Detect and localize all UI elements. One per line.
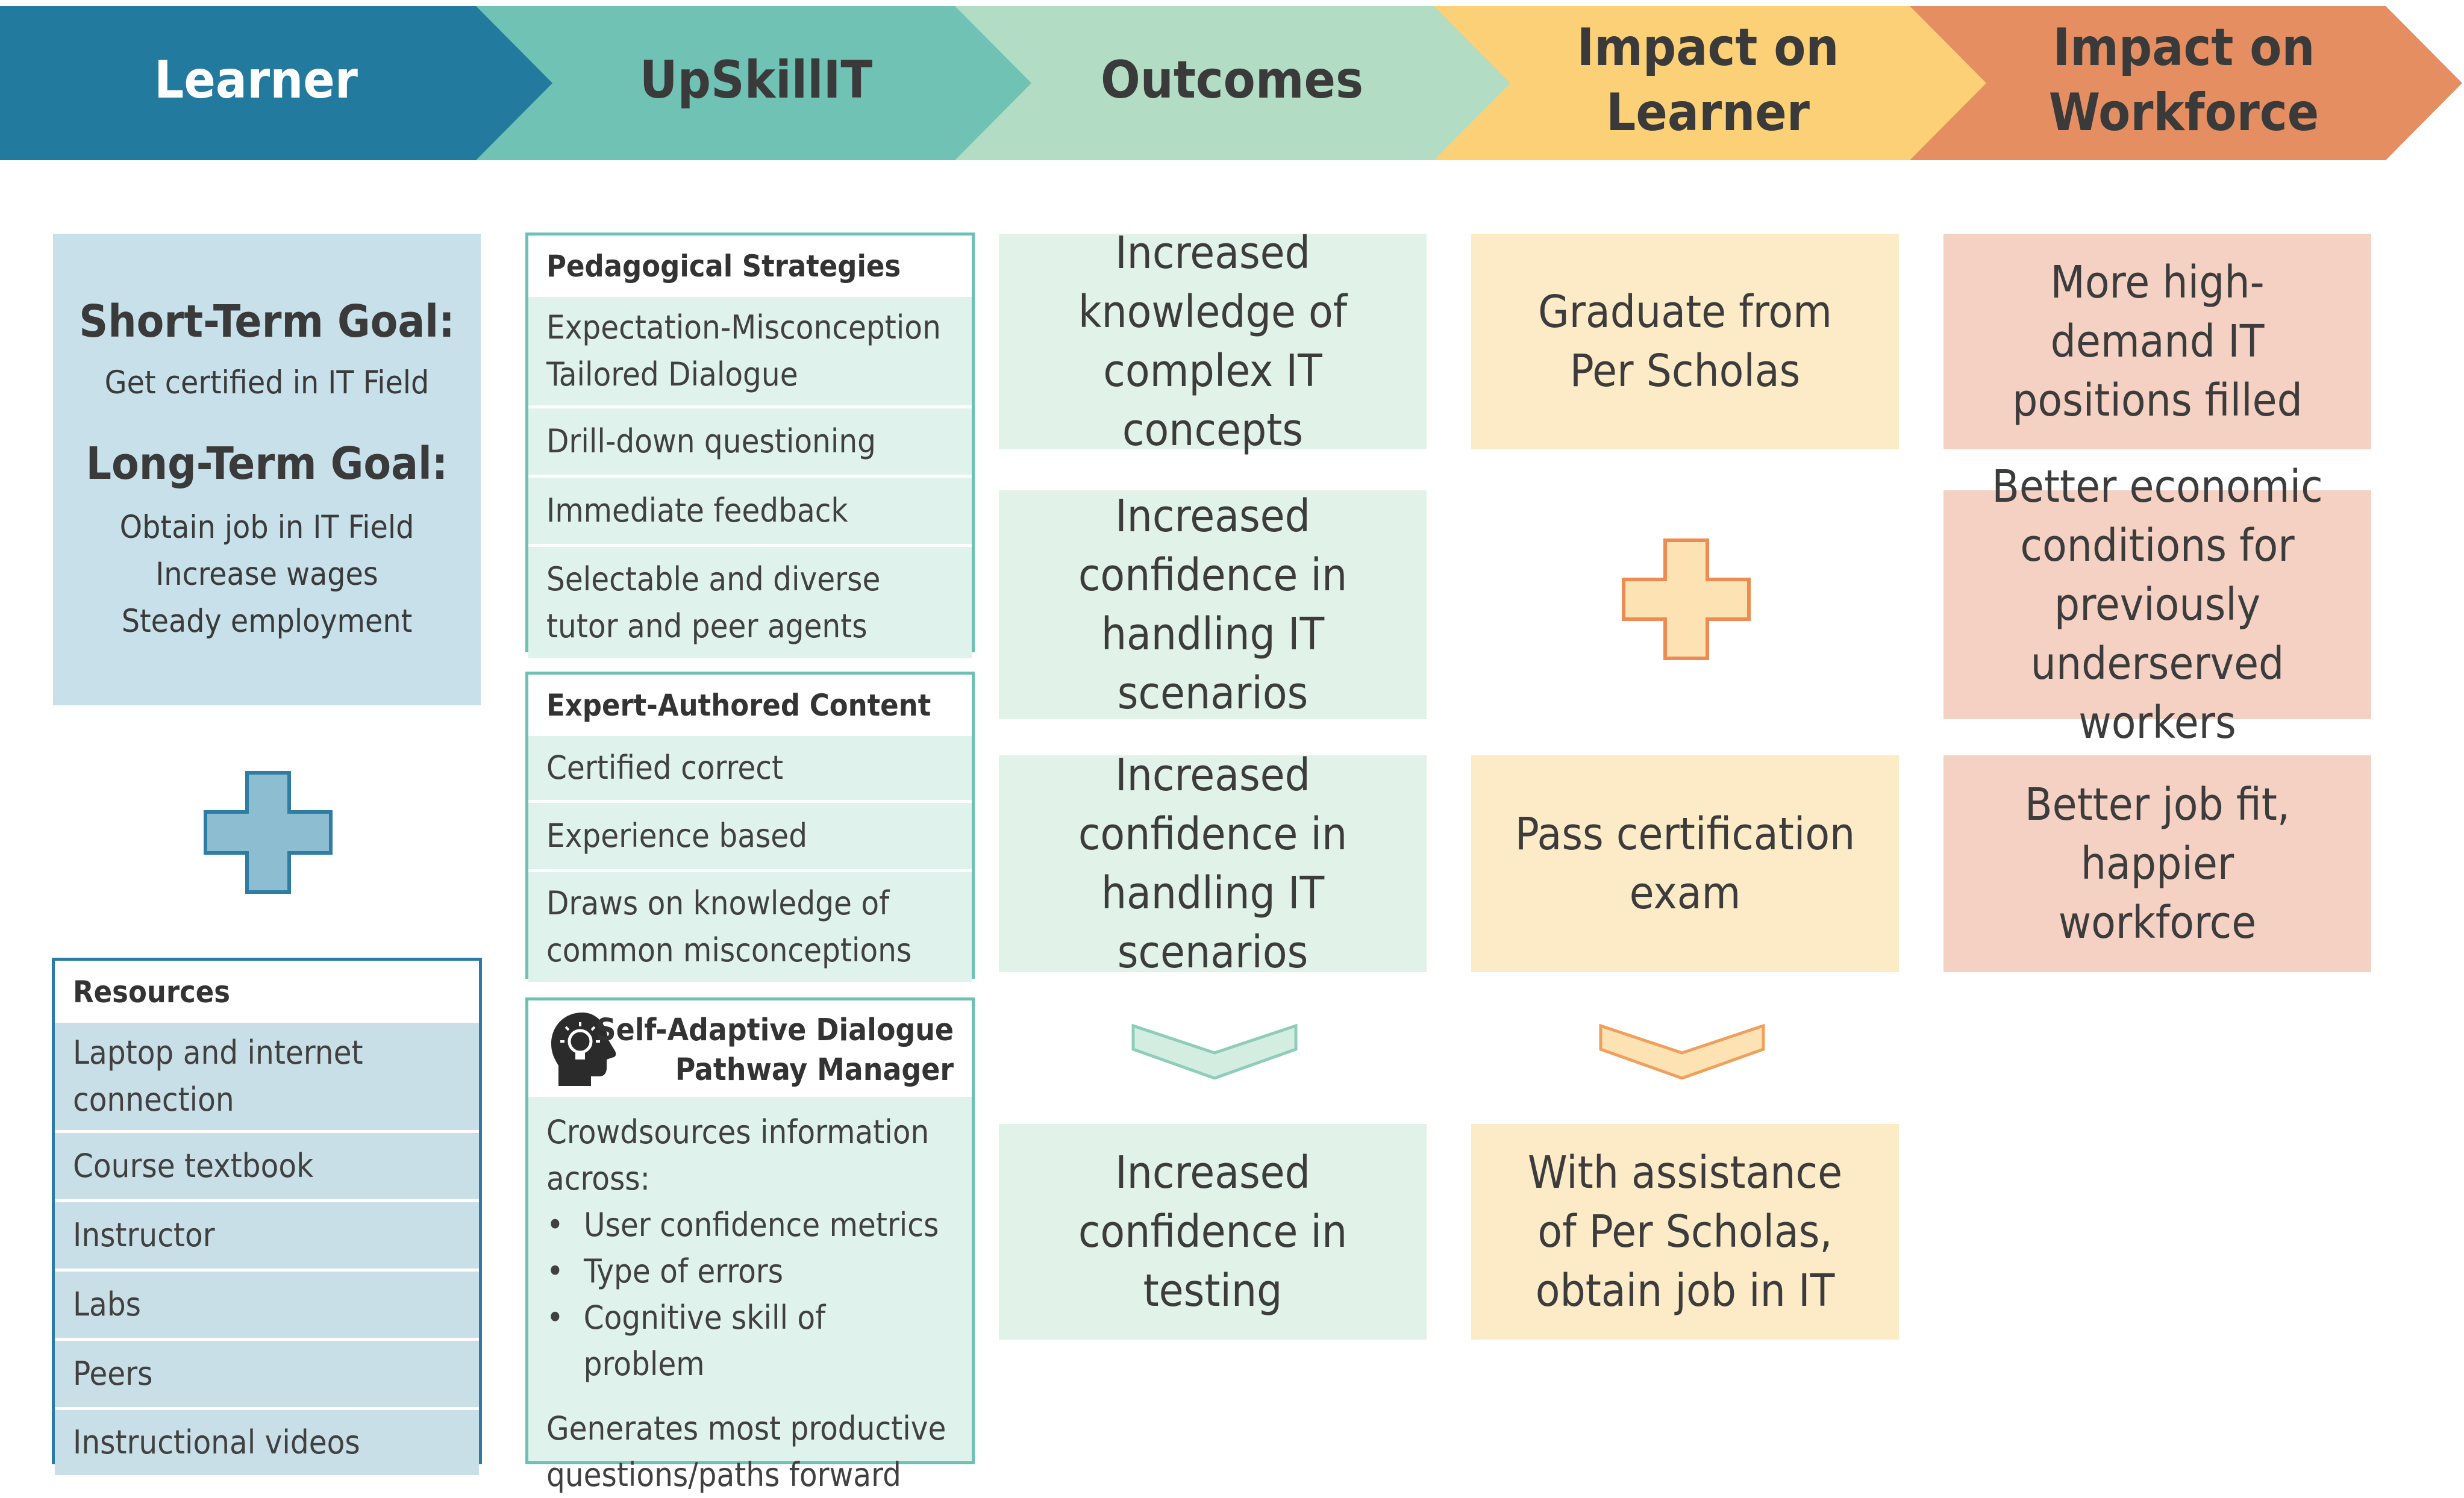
- pedagogical-item: Selectable and diverse tutor and peer ag…: [528, 544, 972, 658]
- outcome-box: Increased knowledge of complex IT concep…: [999, 227, 1427, 456]
- stage-label-learner: Learner: [154, 50, 358, 110]
- pedagogical-strategies-heading: Pedagogical Strategies: [528, 236, 972, 297]
- impact-learner-box: With assistance of Per Scholas, obtain j…: [1471, 1124, 1899, 1340]
- dialogue-manager-heading-line1: Self-Adaptive Dialogue: [596, 1013, 954, 1048]
- outcome-box: Increased confidence in testing: [999, 1124, 1427, 1340]
- dialogue-manager-heading-line2: Pathway Manager: [675, 1052, 954, 1088]
- expert-content-item: Draws on knowledge of common misconcepti…: [528, 869, 972, 982]
- stage-arrow-2: [476, 6, 1031, 160]
- short-term-goal-text: Get certified in IT Field: [104, 364, 430, 401]
- dialogue-manager-bullet: •Cognitive skill of problem: [546, 1299, 826, 1383]
- stage-header: Learner UpSkillIT Outcomes Impact on Lea…: [0, 0, 2464, 160]
- pedagogical-strategies-list: Pedagogical Strategies Expectation-Misco…: [525, 233, 975, 658]
- dialogue-manager-body: Crowdsources information across: •User c…: [528, 1097, 972, 1494]
- dialogue-manager-bullet: •User confidence metrics: [546, 1206, 939, 1244]
- pedagogical-item: Immediate feedback: [528, 475, 972, 544]
- chevron-down-icon: [1599, 1024, 1765, 1080]
- expert-content-item: Certified correct: [528, 736, 972, 800]
- stage-arrow-4: [1434, 6, 1986, 160]
- plus-icon: [204, 771, 333, 894]
- resources-list: Resources Laptop and internet connection…: [52, 958, 482, 1475]
- dialogue-manager-bullet: •Type of errors: [546, 1252, 784, 1290]
- impact-learner-box: Graduate from Per Scholas: [1471, 234, 1899, 449]
- long-term-goal-item: Obtain job in IT Field: [119, 508, 414, 546]
- stage-arrow-1: [0, 6, 552, 160]
- long-term-goal-item: Increase wages: [155, 555, 378, 593]
- resource-item: Instructional videos: [55, 1407, 479, 1475]
- impact-workforce-box: More high-demand IT positions filled: [1943, 234, 2371, 449]
- dialogue-manager-intro: Crowdsources information across:: [546, 1113, 930, 1197]
- pedagogical-item: Expectation-Misconception Tailored Dialo…: [528, 297, 972, 405]
- stage-label-impact-learner: Impact on Learner: [1577, 17, 1839, 143]
- long-term-goal-heading: Long-Term Goal:: [86, 437, 448, 490]
- outcome-box: Increased confidence in handling IT scen…: [999, 749, 1427, 978]
- impact-workforce-box: Better job fit, happier workforce: [1943, 755, 2371, 972]
- expert-content-item: Experience based: [528, 800, 972, 869]
- resource-item: Labs: [55, 1269, 479, 1338]
- dialogue-manager-panel: Self-Adaptive Dialogue Pathway Manager C…: [525, 997, 975, 1494]
- plus-icon: [1622, 538, 1751, 660]
- chevron-down-icon: [1131, 1024, 1298, 1080]
- stage-label-outcomes: Outcomes: [1100, 50, 1364, 110]
- dialogue-manager-outro: Generates most productive questions/path…: [546, 1409, 946, 1494]
- expert-content-heading: Expert-Authored Content: [528, 675, 972, 736]
- dialogue-manager-header: Self-Adaptive Dialogue Pathway Manager: [528, 1000, 972, 1097]
- resource-item: Laptop and internet connection: [55, 1023, 479, 1130]
- resource-item: Peers: [55, 1338, 479, 1407]
- impact-learner-box: Pass certification exam: [1471, 755, 1899, 972]
- stage-arrow-5: [1910, 6, 2462, 160]
- stage-label-impact-workforce: Impact on Workforce: [2048, 17, 2319, 143]
- resource-item: Course textbook: [55, 1130, 479, 1199]
- pedagogical-item: Drill-down questioning: [528, 405, 972, 475]
- impact-workforce-box: Better economic conditions for previousl…: [1943, 461, 2371, 749]
- head-lightbulb-icon: [551, 1013, 616, 1086]
- long-term-goal-item: Steady employment: [121, 602, 413, 640]
- stage-label-upskillit: UpSkillIT: [639, 50, 873, 110]
- resource-item: Instructor: [55, 1199, 479, 1269]
- expert-content-list: Expert-Authored Content Certified correc…: [525, 672, 975, 982]
- resources-heading: Resources: [55, 961, 479, 1023]
- learner-goals-box: Short-Term Goal: Get certified in IT Fie…: [53, 234, 481, 705]
- stage-arrow-3: [955, 6, 1510, 160]
- short-term-goal-heading: Short-Term Goal:: [79, 295, 455, 348]
- outcome-box: Increased confidence in handling IT scen…: [999, 490, 1427, 719]
